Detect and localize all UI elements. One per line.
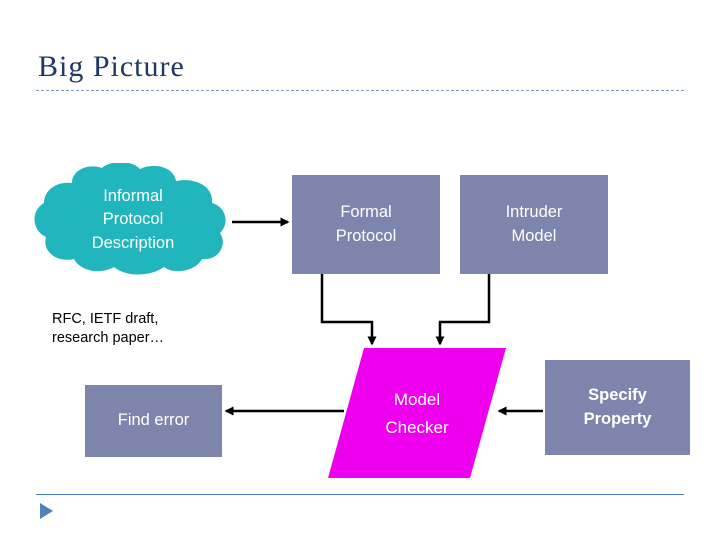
parallelogram-shape [328,348,506,478]
page-title: Big Picture [38,50,185,83]
footer-divider [36,494,684,495]
formal-line-2: Protocol [335,226,397,245]
intruder-model-node[interactable]: Intruder Model [460,175,608,274]
title-divider [36,90,684,91]
formal-protocol-label: Formal Protocol [336,201,397,248]
specify-property-label: Specify Property [584,384,652,431]
intruder-line-1: Intruder [505,203,563,222]
cloud-shape [34,163,226,275]
find-error-label: Find error [117,411,190,430]
intruder-line-2: Model [511,226,557,245]
caption-line-1: RFC, IETF draft, [52,311,159,327]
arrow-formal-to-model-checker [320,274,377,346]
intruder-model-label: Intruder Model [506,201,563,248]
play-triangle-icon [40,503,53,519]
formal-protocol-node[interactable]: Formal Protocol [292,175,440,274]
caption-line-2: research paper… [52,330,165,347]
caption: RFC, IETF draft, research paper… [52,310,272,348]
specify-property-node[interactable]: Specify Property [545,360,690,455]
specify-line-2: Property [583,409,652,428]
specify-line-1: Specify [588,386,647,405]
arrow-intruder-to-model-checker [435,274,491,346]
model-checker-node[interactable]: Model Checker [328,348,506,478]
formal-line-1: Formal [340,203,392,222]
find-error-node[interactable]: Find error [85,385,222,457]
informal-protocol-description-node[interactable]: Informal Protocol Description [28,163,238,278]
